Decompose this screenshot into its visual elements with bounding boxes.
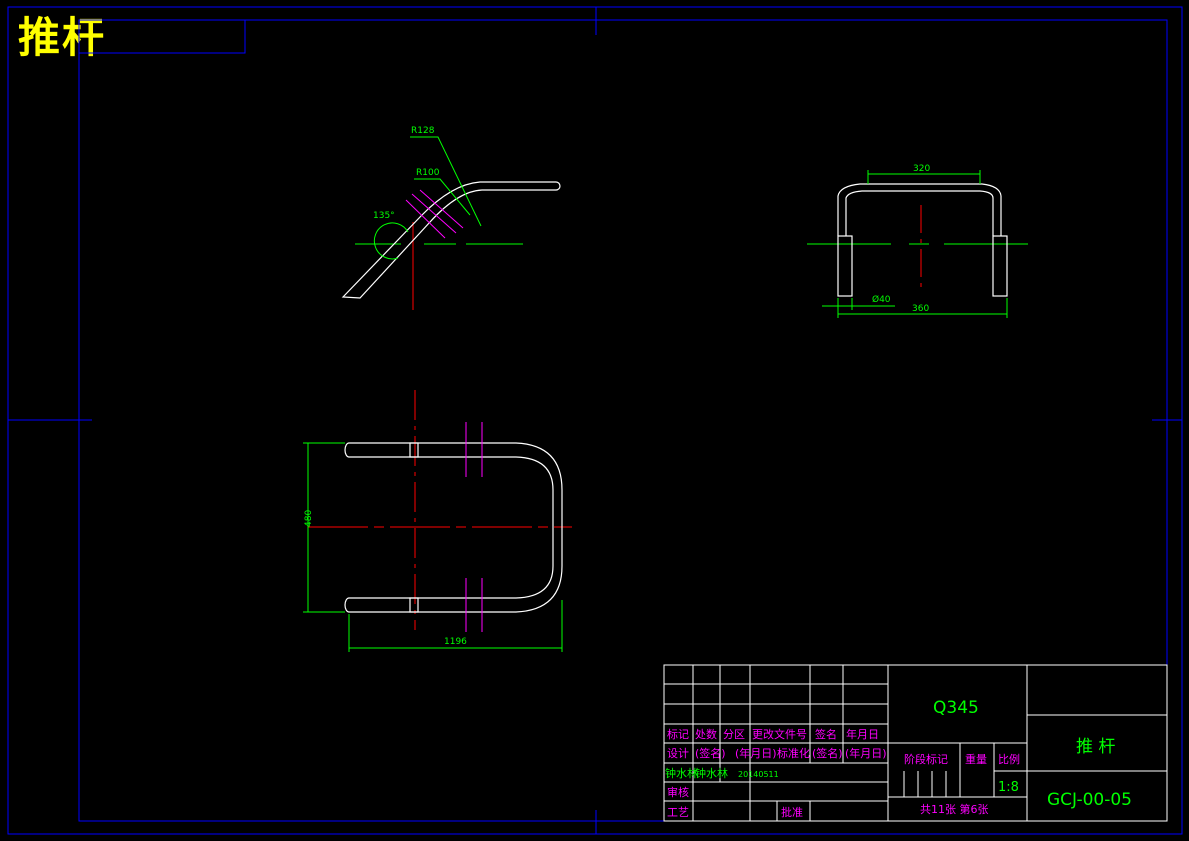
rev-header-doc: 更改文件号	[752, 727, 807, 741]
part-name: 推 杆	[1076, 737, 1115, 757]
standardization-sign: (签名)	[812, 746, 843, 760]
end-width-bottom: 360	[912, 304, 929, 314]
weight-label: 重量	[965, 752, 987, 766]
side-radius-outer: R128	[411, 126, 435, 136]
approve-label: 批准	[781, 805, 803, 819]
end-width-top: 320	[913, 164, 930, 174]
scale-value: 1:8	[998, 780, 1019, 795]
designer-name: 钟水林	[665, 766, 698, 780]
standardization-date: (年月日)	[845, 746, 887, 760]
plan-dimensions	[303, 442, 563, 652]
standardization-label: 标准化	[777, 746, 810, 760]
end-dimensions	[822, 170, 1008, 318]
side-tube-outline	[341, 181, 561, 299]
plan-length: 1196	[444, 637, 467, 647]
side-angle-label: 135°	[373, 211, 395, 221]
rev-header-sign: 签名	[815, 727, 837, 741]
design-date: (年月日)	[735, 746, 777, 760]
side-hatch	[405, 189, 464, 239]
side-view: 135° R128 R100	[341, 126, 561, 310]
plan-hatch	[465, 422, 483, 632]
title-block: 标记 处数 分区 更改文件号 签名 年月日 设计 (签名) (年月日) 标准化 …	[663, 664, 1168, 822]
design-label: 设计	[667, 747, 689, 760]
drafter-name: 钟水林	[695, 766, 728, 780]
plan-view: 480 1196	[303, 390, 572, 652]
rev-header-zone: 分区	[723, 728, 745, 741]
end-view: 320 Ø40 360	[807, 164, 1028, 318]
sheet-frame	[7, 6, 1183, 835]
scale-label: 比例	[998, 752, 1020, 766]
plan-tube-outline	[344, 442, 563, 613]
material: Q345	[933, 698, 979, 718]
design-sign: (签名)	[695, 746, 726, 760]
process-label: 工艺	[667, 806, 689, 819]
rev-header-count: 处数	[695, 728, 717, 741]
drawing-number: GCJ-00-05	[1047, 790, 1132, 810]
rev-header-date: 年月日	[846, 727, 879, 741]
review-label: 审核	[667, 785, 689, 799]
side-angle-arc	[373, 222, 409, 260]
sheet-count: 共11张 第6张	[920, 802, 989, 816]
end-diameter: Ø40	[872, 294, 891, 305]
end-tube-outline	[837, 183, 1008, 297]
plan-height: 480	[304, 510, 314, 527]
side-radius-inner: R100	[416, 168, 440, 178]
rev-header-mark: 标记	[667, 727, 689, 741]
stage-label: 阶段标记	[904, 752, 948, 766]
side-radius-leaders	[410, 136, 482, 227]
design-date-value: 20140511	[738, 770, 779, 779]
